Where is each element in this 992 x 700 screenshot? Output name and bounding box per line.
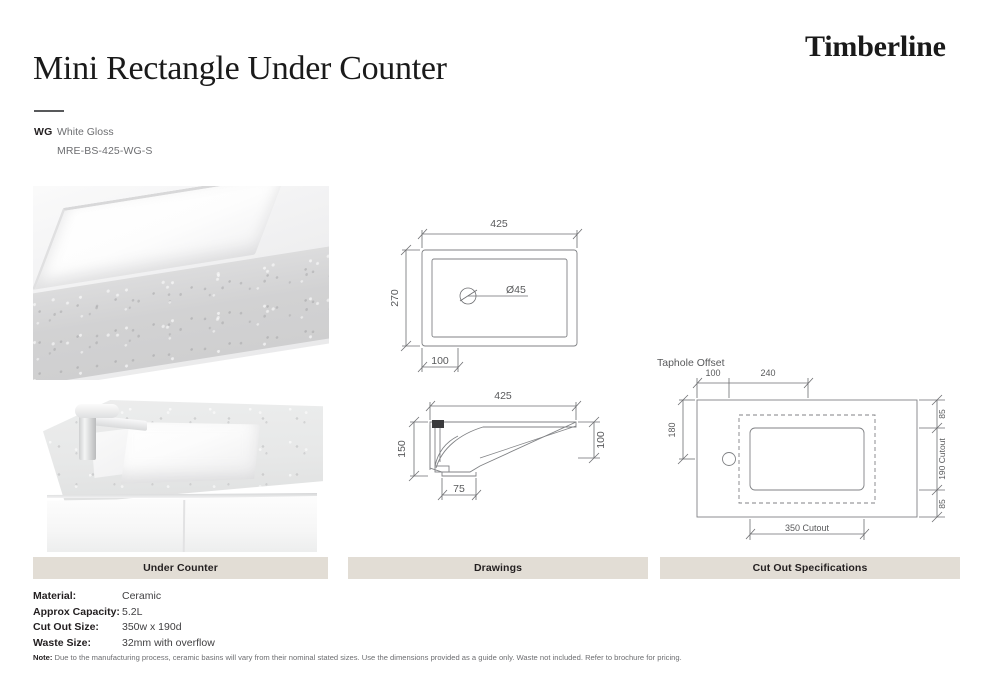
- product-sku: MRE-BS-425-WG-S: [57, 145, 153, 157]
- caption-drawings: Drawings: [348, 557, 648, 579]
- spec-key: Approx Capacity:: [33, 605, 120, 618]
- footnote-text: Due to the manufacturing process, cerami…: [52, 653, 682, 662]
- dim-side-height-right: 100: [595, 431, 607, 449]
- spec-value: 350w x 190d: [122, 621, 182, 633]
- footnote: Note: Due to the manufacturing process, …: [33, 652, 963, 663]
- brand-logo: Timberline: [805, 30, 946, 63]
- table-row: Material: Ceramic: [33, 589, 493, 605]
- caption-under-counter-label: Under Counter: [143, 562, 218, 574]
- dim-top-height: 270: [389, 289, 401, 307]
- dim-waste-diameter: Ø45: [506, 284, 526, 296]
- caption-cutout: Cut Out Specifications: [660, 557, 960, 579]
- footnote-label: Note:: [33, 653, 53, 662]
- dim-base-width: 75: [453, 483, 465, 495]
- product-photo-vanity: [33, 392, 329, 552]
- spec-value: 5.2L: [122, 605, 143, 618]
- table-row: Approx Capacity: 5.2L: [33, 605, 493, 621]
- label-taphole-offset: Taphole Offset: [657, 357, 725, 369]
- title-divider: [34, 110, 64, 112]
- cabinet-reveal: [47, 493, 317, 498]
- dim-cut-margin-bottom: 85: [937, 499, 947, 509]
- vanity-cabinet: [47, 496, 317, 552]
- dim-cut-offset-2: 240: [760, 368, 775, 378]
- table-row: Waste Size: 32mm with overflow: [33, 636, 493, 652]
- spec-value: Ceramic: [122, 590, 162, 602]
- basin-bowl: [120, 422, 260, 484]
- dim-cut-vertical-offset: 180: [667, 422, 677, 437]
- caption-cutout-label: Cut Out Specifications: [752, 562, 868, 574]
- dim-side-length: 425: [494, 390, 512, 402]
- spec-key: Cut Out Size:: [33, 621, 99, 633]
- dim-side-height-left: 150: [396, 440, 408, 458]
- dim-cut-offset-1: 100: [705, 368, 720, 378]
- dim-cut-width: 350 Cutout: [785, 523, 830, 533]
- spec-value: 32mm with overflow: [122, 636, 215, 649]
- caption-under-counter: Under Counter: [33, 557, 328, 579]
- tap-body: [79, 414, 96, 460]
- drawing-side-view: 425 150 100 75: [396, 390, 607, 501]
- table-row: Cut Out Size: 350w x 190d: [33, 620, 493, 636]
- product-photo-undercounter: [33, 186, 329, 380]
- caption-drawings-label: Drawings: [473, 562, 523, 574]
- finish-code: WG: [34, 126, 53, 138]
- tap-handle: [75, 404, 119, 418]
- specification-table: Material: Ceramic Approx Capacity: 5.2L …: [33, 589, 493, 651]
- dim-waste-offset: 100: [431, 355, 449, 367]
- drawing-top-view: 425 270 Ø45 100: [389, 218, 583, 373]
- page-title: Mini Rectangle Under Counter: [33, 50, 447, 87]
- dim-cut-margin-top: 85: [937, 409, 947, 419]
- finish-name: White Gloss: [57, 126, 114, 138]
- spec-key: Material:: [33, 590, 77, 602]
- drawing-cutout-view: Taphole Offset: [657, 357, 947, 540]
- dim-top-width: 425: [490, 218, 508, 230]
- spec-key: Waste Size:: [33, 636, 91, 649]
- dim-cut-depth: 190 Cutout: [937, 438, 947, 480]
